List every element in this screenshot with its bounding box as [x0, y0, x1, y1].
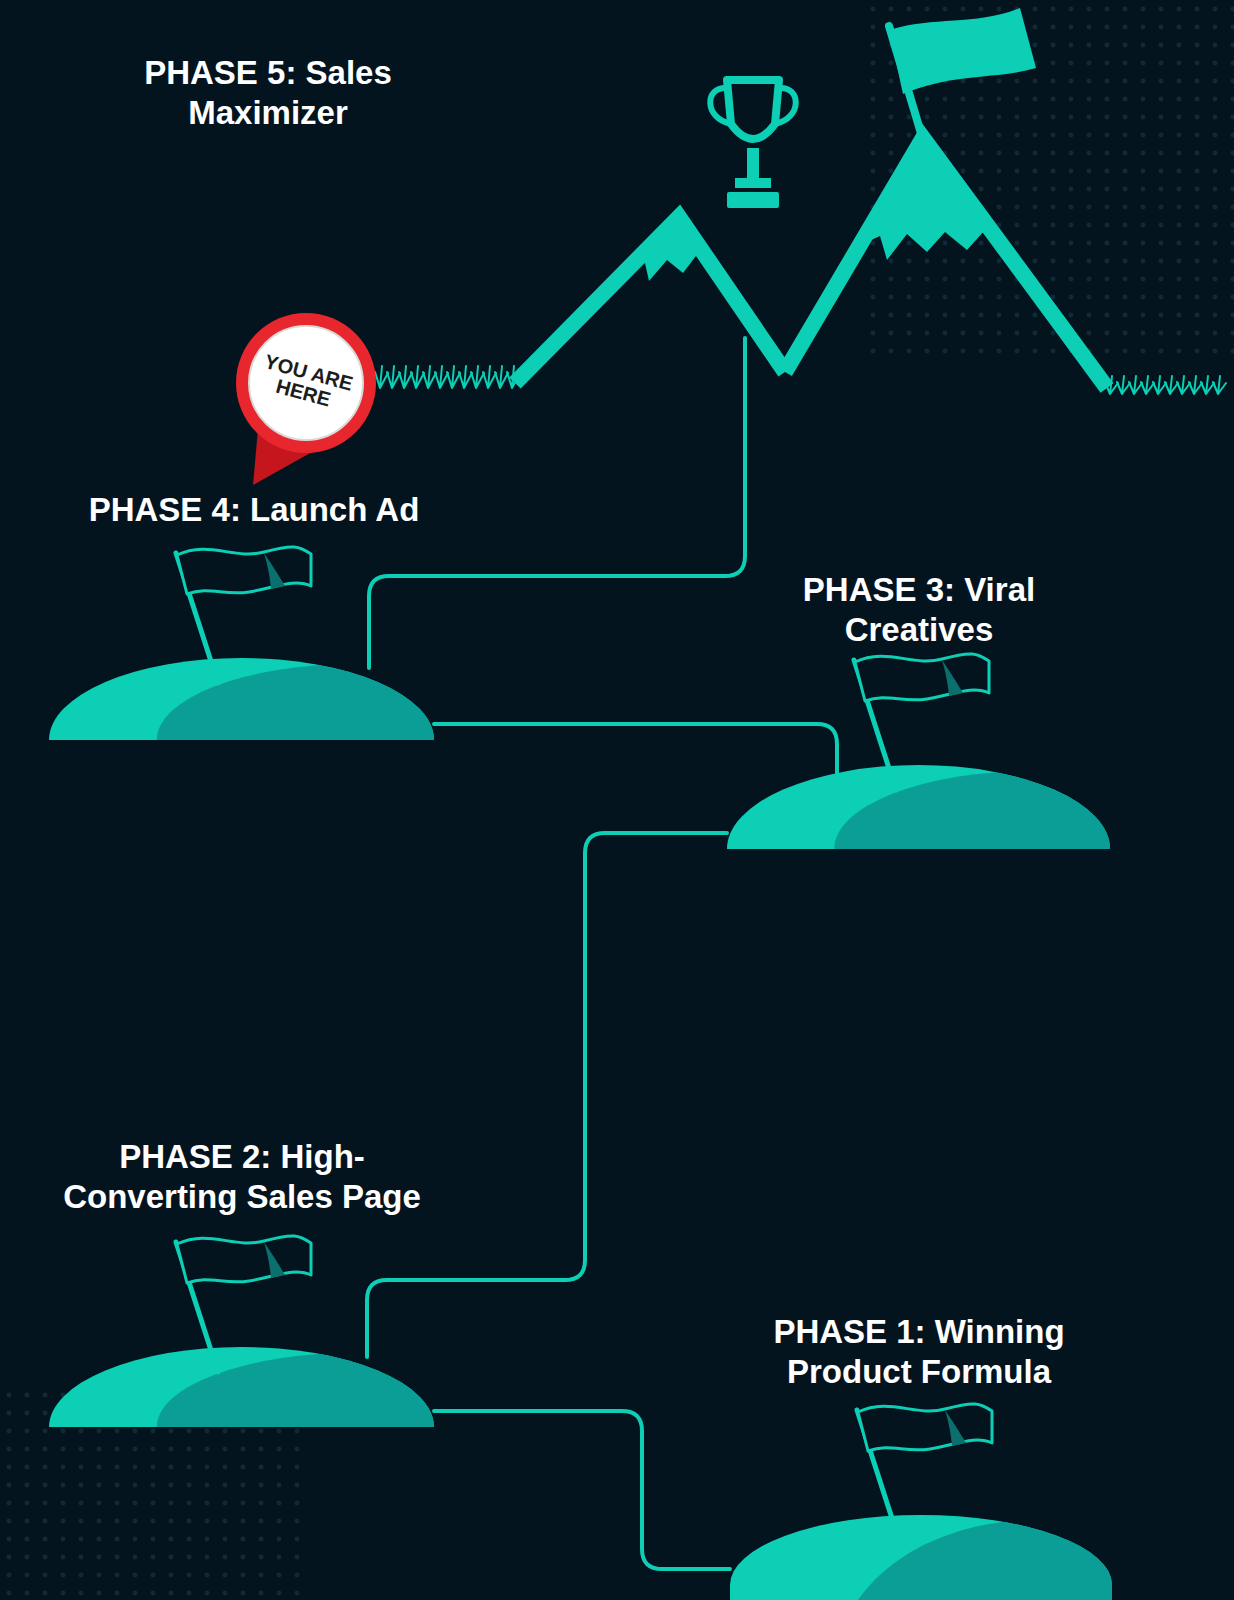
trophy-handle [710, 88, 731, 124]
pin-label-holder: YOU ARE HERE [236, 313, 376, 453]
grass-tuft [1141, 376, 1154, 394]
grass-tuft [1201, 376, 1214, 394]
phase-hill: PHASE 2: High-Converting Sales Page [49, 1357, 434, 1427]
grass-tuft [411, 366, 424, 388]
grass-tuft [447, 366, 460, 388]
grass-tuft [399, 366, 412, 388]
grass-tuft [423, 366, 436, 388]
path-connector [434, 724, 837, 775]
grass-tuft [1153, 376, 1166, 394]
phase-heading: PHASE 1: Winning Product Formula [739, 1312, 1099, 1391]
trophy-base [735, 178, 771, 188]
grass-tuft [495, 366, 508, 388]
path-connector [367, 833, 727, 1357]
grass-tuft [1165, 376, 1178, 394]
node-shape [727, 765, 1110, 849]
pin-ring [236, 313, 376, 453]
location-pin: YOU ARE HERE [236, 313, 376, 453]
phase-hill: PHASE 1: Winning Product Formula [730, 1525, 1112, 1585]
node-shape [49, 658, 434, 740]
grass-tuft [1177, 376, 1190, 394]
phase-heading: PHASE 2: High-Converting Sales Page [47, 1137, 437, 1216]
trophy-handle [775, 88, 796, 124]
flag-fold [264, 553, 285, 589]
hill-shade [834, 771, 1232, 927]
path-connector [369, 338, 745, 668]
phase-heading: PHASE 5: Sales Maximizer [118, 53, 418, 132]
node-shape [49, 1347, 434, 1427]
flag-fold [942, 660, 963, 696]
path-connector [434, 1411, 730, 1569]
trophy-base [727, 192, 779, 208]
grass-tuft [435, 366, 448, 388]
mountain-goal: PHASE 5: Sales Maximizer [515, 138, 1108, 338]
flag [858, 1404, 992, 1451]
phase-heading: PHASE 3: Viral Creatives [769, 570, 1069, 649]
grass-tuft [1189, 376, 1202, 394]
pin-face [249, 326, 363, 440]
grass-tuft [1129, 376, 1142, 394]
summit-flag [889, 8, 1036, 94]
node-shape [515, 138, 1108, 388]
grass-tuft [1117, 376, 1130, 394]
phase-heading: PHASE 4: Launch Ad [44, 490, 464, 530]
hill-shade [157, 1353, 557, 1502]
grass-tuft [483, 366, 496, 388]
phase-hill: PHASE 3: Viral Creatives [727, 775, 1110, 849]
flag-fold [264, 1242, 285, 1278]
phase-hill: PHASE 4: Launch Ad [49, 668, 434, 740]
pin-label: YOU ARE HERE [252, 350, 359, 416]
flag [855, 654, 989, 701]
grass-tuft [459, 366, 472, 388]
mountain-slope [515, 217, 785, 383]
trophy [710, 80, 796, 208]
flag [177, 547, 311, 594]
flag-fold [945, 1410, 966, 1446]
grass-tuft [387, 366, 400, 388]
mountain-slope [785, 138, 1107, 388]
node-shape [730, 1515, 1112, 1600]
trophy-cup [727, 80, 779, 139]
flag [177, 1236, 311, 1283]
grass-tuft [1213, 376, 1226, 394]
grass-tuft [471, 366, 484, 388]
grass-tuft [375, 366, 388, 388]
trophy-stem [747, 148, 759, 178]
snow-cap [627, 217, 714, 281]
hill-shade [157, 664, 557, 817]
snow-cap [860, 138, 999, 260]
